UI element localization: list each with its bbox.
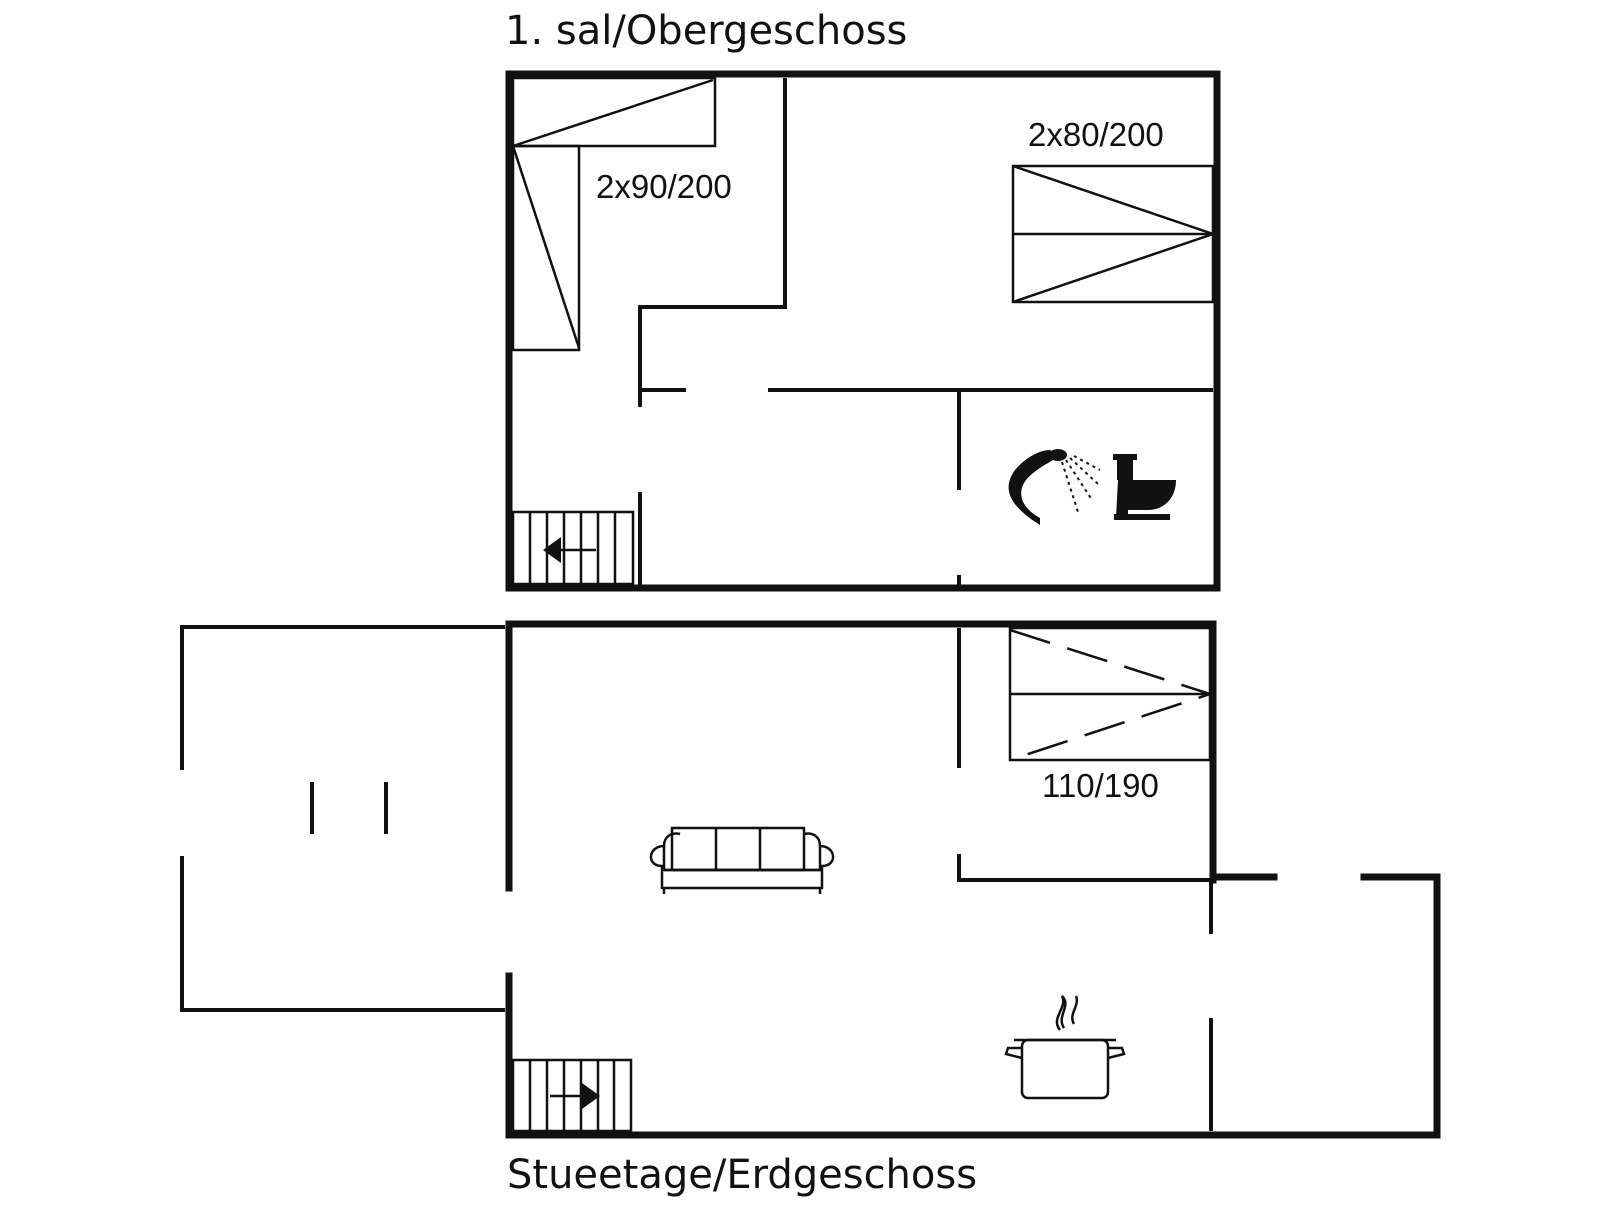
sofa-icon xyxy=(649,826,835,894)
ground-interior-walls xyxy=(957,628,1213,1131)
twin-bed-icon xyxy=(1011,164,1217,304)
bed-label-110: 110/190 xyxy=(1042,767,1159,804)
bed-label-2x80: 2x80/200 xyxy=(1028,116,1164,153)
ground-outer-walls xyxy=(505,620,1441,1139)
upper-floor: 1. sal/Obergeschoss 2x90/200 2x80/200 xyxy=(505,8,1221,592)
stairs-up-icon xyxy=(511,1058,633,1133)
ground-floor-title: Stueetage/Erdgeschoss xyxy=(507,1152,977,1198)
ground-floor: 110/190 xyxy=(180,620,1441,1198)
bed-icon xyxy=(1008,626,1215,762)
bed-label-2x90: 2x90/200 xyxy=(596,168,732,205)
upper-interior-walls xyxy=(638,78,1213,585)
annex-walls xyxy=(180,625,505,1012)
upper-floor-title: 1. sal/Obergeschoss xyxy=(505,8,907,54)
stairs-down-icon xyxy=(511,510,635,586)
cooking-pot-icon xyxy=(1004,995,1126,1100)
twin-bed-icon xyxy=(511,76,717,352)
toilet-icon xyxy=(1113,454,1176,520)
upper-outer-wall xyxy=(505,70,1221,592)
shower-icon xyxy=(1008,449,1101,525)
